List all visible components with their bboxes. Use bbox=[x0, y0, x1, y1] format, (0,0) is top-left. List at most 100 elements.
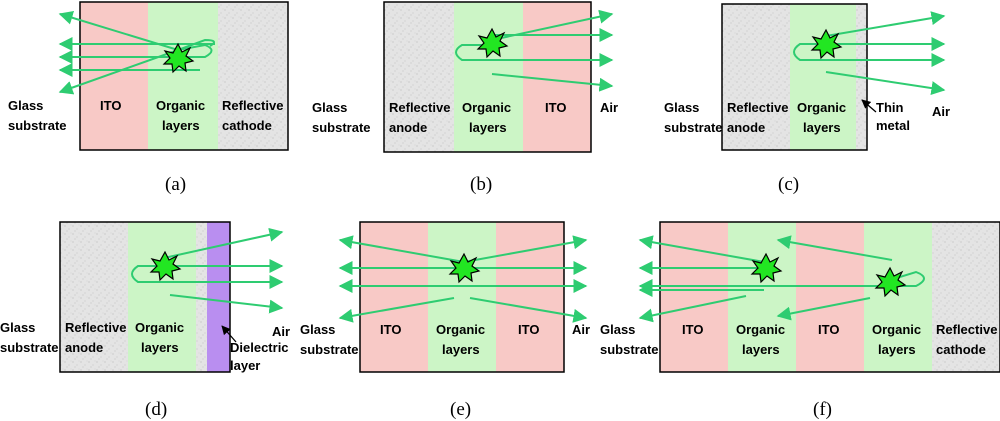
label-metal: metal bbox=[876, 118, 910, 133]
organic-layer bbox=[454, 2, 523, 152]
label-organic: Organic bbox=[135, 320, 184, 335]
label-air: Air bbox=[572, 322, 590, 337]
panel-e: Glass substrate ITO Organic layers ITO A… bbox=[300, 221, 590, 420]
label-ito: ITO bbox=[818, 322, 839, 337]
ray bbox=[776, 235, 893, 261]
label-reflective: Reflective bbox=[727, 100, 788, 115]
ito-layer bbox=[496, 222, 564, 372]
label-layers: layers bbox=[742, 342, 780, 357]
reflective-cathode-layer bbox=[932, 222, 1000, 372]
label-reflective: Reflective bbox=[389, 100, 450, 115]
ray bbox=[638, 235, 765, 263]
label-organic: Organic bbox=[462, 100, 511, 115]
label-substrate: substrate bbox=[312, 120, 371, 135]
label-layers: layers bbox=[469, 120, 507, 135]
label-glass: Glass bbox=[8, 98, 43, 113]
ray bbox=[469, 297, 588, 323]
thin-metal-layer bbox=[196, 222, 207, 372]
label-ito: ITO bbox=[518, 322, 539, 337]
label-layers: layers bbox=[442, 342, 480, 357]
label-air: Air bbox=[600, 100, 618, 115]
label-anode: anode bbox=[727, 120, 765, 135]
panel-d: Glass substrate Reflective anode Organic… bbox=[0, 221, 290, 420]
label-glass: Glass bbox=[664, 100, 699, 115]
label-organic: Organic bbox=[797, 100, 846, 115]
ito-layer bbox=[80, 2, 148, 150]
label-organic: Organic bbox=[736, 322, 785, 337]
ray bbox=[638, 270, 925, 293]
panel-a: Glass substrate ITO Organic layers Refle… bbox=[8, 1, 289, 195]
reflective-anode-layer bbox=[384, 2, 454, 152]
organic-layer bbox=[148, 2, 218, 150]
caption-e: (e) bbox=[450, 399, 471, 420]
label-air: Air bbox=[272, 324, 290, 339]
ito-layer bbox=[796, 222, 864, 372]
label-layers: layers bbox=[803, 120, 841, 135]
panel-b: Glass substrate Reflective anode Organic… bbox=[312, 1, 618, 195]
ray bbox=[491, 73, 614, 92]
label-layers: layers bbox=[878, 342, 916, 357]
ray bbox=[131, 265, 284, 289]
label-layer: layer bbox=[230, 358, 260, 373]
panel-f-frame bbox=[659, 221, 1000, 373]
panel-c-frame bbox=[721, 3, 868, 151]
panel-e-frame bbox=[359, 221, 565, 373]
panel-b-frame bbox=[383, 1, 592, 153]
label-ito: ITO bbox=[682, 322, 703, 337]
ray bbox=[638, 295, 747, 323]
label-glass: Glass bbox=[300, 322, 335, 337]
label-glass: Glass bbox=[0, 320, 35, 335]
label-ito: ITO bbox=[545, 100, 566, 115]
panel-d-frame bbox=[59, 221, 231, 373]
ray bbox=[463, 235, 588, 263]
caption-b: (b) bbox=[470, 174, 492, 195]
label-dielectric: Dielectric bbox=[230, 340, 289, 355]
label-anode: anode bbox=[65, 340, 103, 355]
label-cathode: cathode bbox=[936, 342, 986, 357]
ray bbox=[825, 11, 946, 37]
ito-layer bbox=[360, 222, 428, 372]
label-substrate: substrate bbox=[0, 340, 59, 355]
label-layers: layers bbox=[162, 118, 200, 133]
label-glass: Glass bbox=[312, 100, 347, 115]
ray bbox=[455, 44, 614, 67]
caption-d: (d) bbox=[145, 399, 167, 420]
label-anode: anode bbox=[389, 120, 427, 135]
organic-layer bbox=[790, 4, 856, 150]
caption-f: (f) bbox=[813, 399, 832, 420]
ray bbox=[338, 297, 455, 323]
ray bbox=[338, 235, 465, 263]
label-thin: Thin bbox=[876, 100, 903, 115]
label-air: Air bbox=[932, 104, 950, 119]
ray bbox=[163, 227, 284, 259]
ray bbox=[793, 43, 946, 67]
label-cathode: cathode bbox=[222, 118, 272, 133]
caption-a: (a) bbox=[165, 174, 186, 195]
label-organic: Organic bbox=[156, 98, 205, 113]
ray bbox=[825, 71, 946, 96]
reflective-anode-layer bbox=[60, 222, 128, 372]
pointer-arrow bbox=[221, 325, 237, 343]
reflective-cathode-layer bbox=[218, 2, 288, 150]
label-substrate: substrate bbox=[8, 118, 67, 133]
ito-layer bbox=[660, 222, 728, 372]
pointer-arrow bbox=[861, 99, 877, 113]
ito-layer bbox=[523, 2, 591, 152]
label-ito: ITO bbox=[100, 98, 121, 113]
label-glass: Glass bbox=[600, 322, 635, 337]
ray bbox=[169, 294, 284, 314]
label-substrate: substrate bbox=[664, 120, 723, 135]
organic-layer bbox=[864, 222, 932, 372]
label-substrate: substrate bbox=[300, 342, 359, 357]
label-organic: Organic bbox=[872, 322, 921, 337]
panel-a-frame bbox=[79, 1, 289, 151]
label-reflective: Reflective bbox=[222, 98, 283, 113]
label-layers: layers bbox=[141, 340, 179, 355]
ray bbox=[58, 43, 213, 64]
panel-f: Glass substrate ITO Organic layers ITO O… bbox=[600, 221, 1000, 420]
label-ito: ITO bbox=[380, 322, 401, 337]
organic-layer bbox=[428, 222, 496, 372]
label-reflective: Reflective bbox=[936, 322, 997, 337]
ray bbox=[776, 297, 871, 321]
